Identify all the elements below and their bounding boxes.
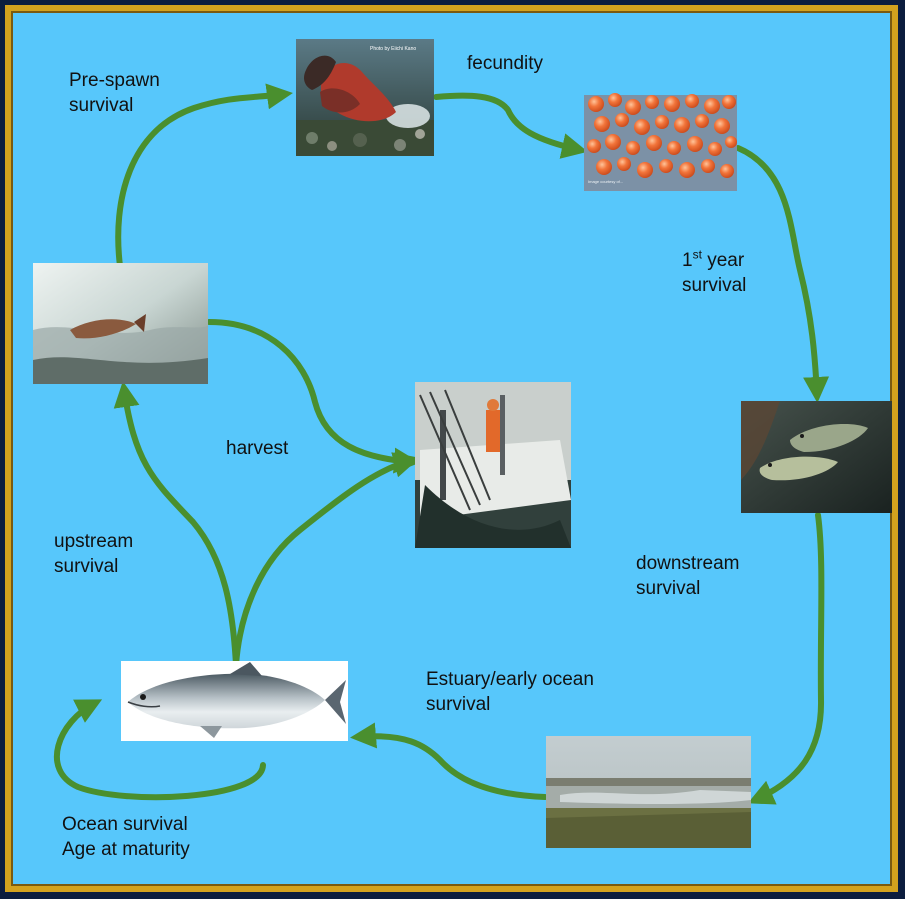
label-first-year: 1st year survival — [682, 248, 746, 298]
photo-spawning: Photo by Eiichi Kano — [296, 39, 434, 156]
label-estuary-line2: survival — [426, 694, 491, 715]
arrow-downstream — [747, 512, 825, 805]
label-upstream-line1: upstream — [54, 531, 134, 552]
label-ocean: Ocean survival Age at maturity — [62, 812, 190, 862]
label-prespawn-line1: Pre-spawn — [69, 70, 160, 91]
arrow-first-year — [735, 145, 830, 403]
label-prespawn: Pre-spawn survival — [69, 68, 160, 118]
label-prespawn-line2: survival — [69, 95, 134, 116]
photo-river-rapids — [33, 263, 208, 384]
arrow-ocean-loop — [53, 699, 266, 801]
photo-estuary — [546, 736, 751, 848]
egg-cluster — [587, 93, 737, 178]
arrow-estuary — [350, 722, 548, 800]
arrow-fecundity — [433, 92, 588, 159]
arrow-prespawn — [115, 83, 293, 269]
arrow-harvest-from-river — [206, 319, 420, 474]
arrow-to-harvest-from-ocean — [233, 452, 420, 668]
spawning-photo-credit: Photo by Eiichi Kano — [370, 46, 416, 52]
eggs-photo-credit: Image courtesy of... — [588, 179, 623, 184]
label-estuary: Estuary/early ocean survival — [426, 667, 594, 717]
photo-adult-salmon — [121, 661, 348, 741]
photo-juveniles — [741, 401, 892, 513]
label-ocean-line1: Ocean survival — [62, 814, 188, 835]
label-fecundity: fecundity — [467, 53, 544, 74]
label-estuary-line1: Estuary/early ocean — [426, 669, 594, 690]
photo-eggs: Image courtesy of... — [584, 93, 737, 191]
label-first-year-line1: 1st year — [682, 247, 745, 271]
label-harvest: harvest — [226, 438, 289, 459]
label-downstream-line1: downstream — [636, 553, 740, 574]
label-first-year-line2: survival — [682, 275, 747, 296]
label-downstream: downstream survival — [636, 551, 740, 601]
photo-harvest — [415, 382, 571, 548]
label-upstream: upstream survival — [54, 529, 133, 579]
label-downstream-line2: survival — [636, 578, 701, 599]
label-upstream-line2: survival — [54, 556, 119, 577]
label-ocean-line2: Age at maturity — [62, 839, 190, 860]
arrow-upstream — [113, 381, 239, 668]
